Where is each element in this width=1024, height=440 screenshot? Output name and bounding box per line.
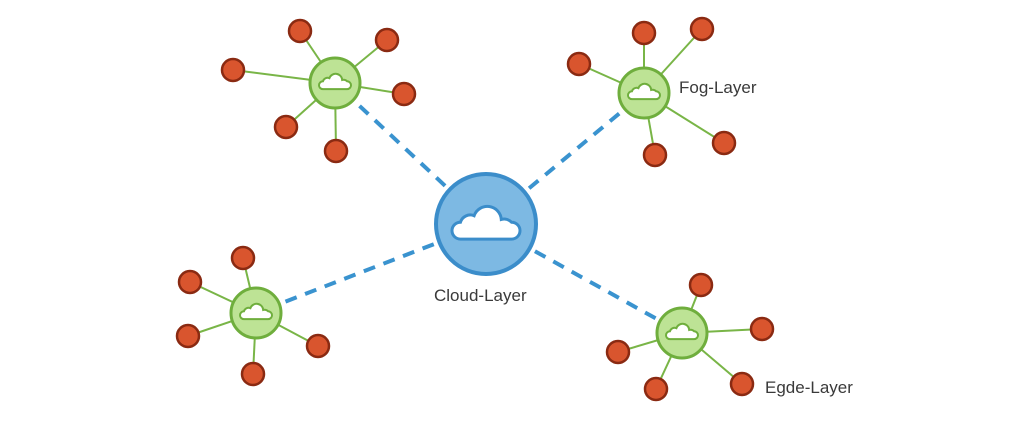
dashed-link-fog-top-right [527, 108, 625, 190]
cloud-icon [318, 72, 352, 91]
edge-device-node [749, 316, 775, 342]
fog-top-left-node [308, 56, 362, 110]
dashed-link-fog-top-left [353, 99, 447, 188]
cloud-fog-links [280, 99, 660, 322]
edge-device-node [177, 269, 203, 295]
edge-device-node [566, 51, 592, 77]
edge-device-node [689, 16, 715, 42]
cloud-icon [665, 322, 699, 341]
fog-nodes [229, 56, 709, 360]
edge-device-node [643, 376, 669, 402]
cloud-icon [239, 302, 273, 321]
cloud-icon [627, 82, 661, 101]
cloud-icon [450, 204, 522, 241]
edge-device-node [642, 142, 668, 168]
edge-device-node [631, 20, 657, 46]
edge-device-node [323, 138, 349, 164]
fog-bottom-right-node [655, 306, 709, 360]
edge-device-node [175, 323, 201, 349]
edge-device-node [240, 361, 266, 387]
edge-device-node [374, 27, 400, 53]
edge-device-node [688, 272, 714, 298]
edge-device-node [230, 245, 256, 271]
edge-device-node [287, 18, 313, 44]
cloud-layer-label: Cloud-Layer [434, 286, 527, 305]
edge-device-node [605, 339, 631, 365]
fog-bottom-left-node [229, 286, 283, 340]
edge-nodes [175, 16, 775, 402]
fog-top-right-node [617, 66, 671, 120]
dashed-link-fog-bottom-right [533, 249, 660, 322]
edge-device-node [391, 81, 417, 107]
edge-device-node [220, 57, 246, 83]
edge-device-node [729, 371, 755, 397]
edge-device-node [273, 114, 299, 140]
edge-layer-label: Egde-Layer [765, 378, 853, 397]
edge-device-node [305, 333, 331, 359]
fog-layer-label: Fog-Layer [679, 78, 757, 97]
cloud-node [434, 172, 538, 276]
edge-device-node [711, 130, 737, 156]
dashed-link-fog-bottom-left [280, 242, 435, 306]
